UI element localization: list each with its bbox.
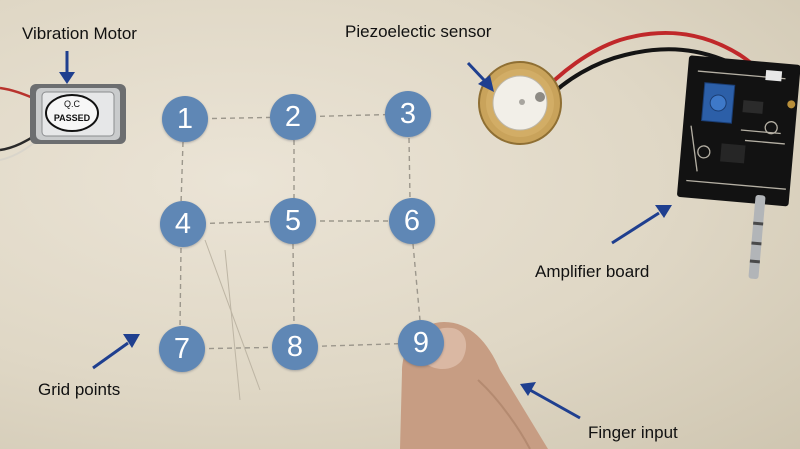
arrow-piezo-sensor <box>466 61 494 92</box>
grid-point-5: 5 <box>270 198 316 244</box>
grid-point-2: 2 <box>270 94 316 140</box>
qc-stamp <box>45 94 99 132</box>
grid-point-3: 3 <box>385 91 431 137</box>
annotation-arrows <box>59 51 672 420</box>
grid-point-1: 1 <box>162 96 208 142</box>
amplifier-board <box>677 55 800 280</box>
grid-point-4: 4 <box>160 201 206 247</box>
arrow-amplifier-board <box>611 205 672 245</box>
label-finger-input: Finger input <box>588 423 678 442</box>
piezo-sensor <box>478 61 562 145</box>
arrow-grid-points <box>92 334 140 370</box>
label-amplifier-board: Amplifier board <box>535 262 650 281</box>
vibration-motor: Q.C PASSED <box>30 84 126 144</box>
grid-point-9: 9 <box>398 320 444 366</box>
label-grid-points: Grid points <box>38 380 121 399</box>
arrow-finger-input <box>520 382 581 420</box>
qc-stamp-line2: PASSED <box>54 113 91 123</box>
pencil-marks <box>204 239 261 401</box>
grid-point-8: 8 <box>272 324 318 370</box>
arrow-vibration-motor <box>59 51 75 84</box>
qc-stamp-line1: Q.C <box>64 99 81 109</box>
grid-point-6: 6 <box>389 198 435 244</box>
label-piezo-sensor: Piezoelectic sensor <box>345 22 492 41</box>
grid-point-7: 7 <box>159 326 205 372</box>
label-vibration-motor: Vibration Motor <box>22 24 137 43</box>
